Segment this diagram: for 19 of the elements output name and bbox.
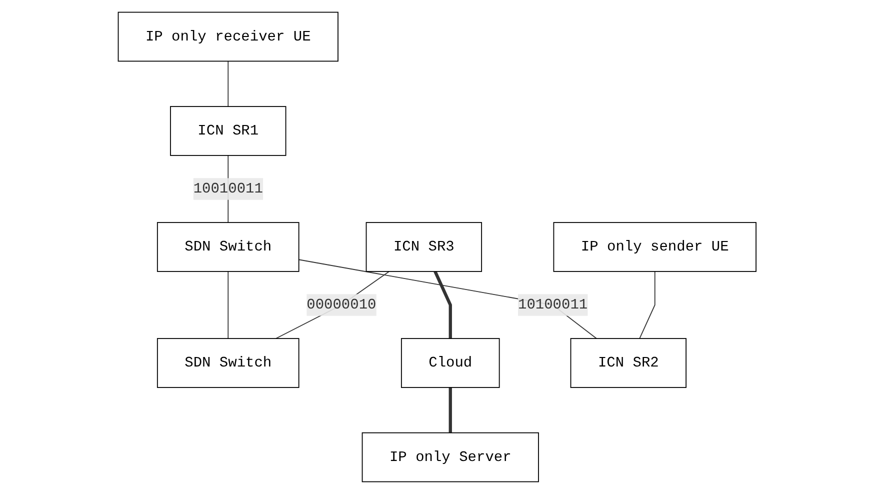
node-box: IP only receiver UE <box>118 12 339 62</box>
node-box: ICN SR3 <box>366 222 482 272</box>
connector <box>434 270 452 339</box>
node-box: IP only Server <box>362 432 540 482</box>
node-box: ICN SR1 <box>170 106 287 156</box>
connector <box>276 271 390 339</box>
edge-label: 10100011 <box>518 296 588 314</box>
node-box: ICN SR2 <box>570 338 687 388</box>
connector <box>449 387 452 433</box>
node-box: Cloud <box>401 338 500 388</box>
connector <box>228 271 229 339</box>
node-box: SDN Switch <box>157 222 300 272</box>
connector <box>298 259 598 339</box>
node-box: SDN Switch <box>157 338 300 388</box>
node-box: IP only sender UE <box>554 222 757 272</box>
edge-label: 00000010 <box>306 296 377 314</box>
connector <box>228 60 229 107</box>
connector <box>639 271 656 339</box>
edge-label: 10010011 <box>194 180 264 198</box>
